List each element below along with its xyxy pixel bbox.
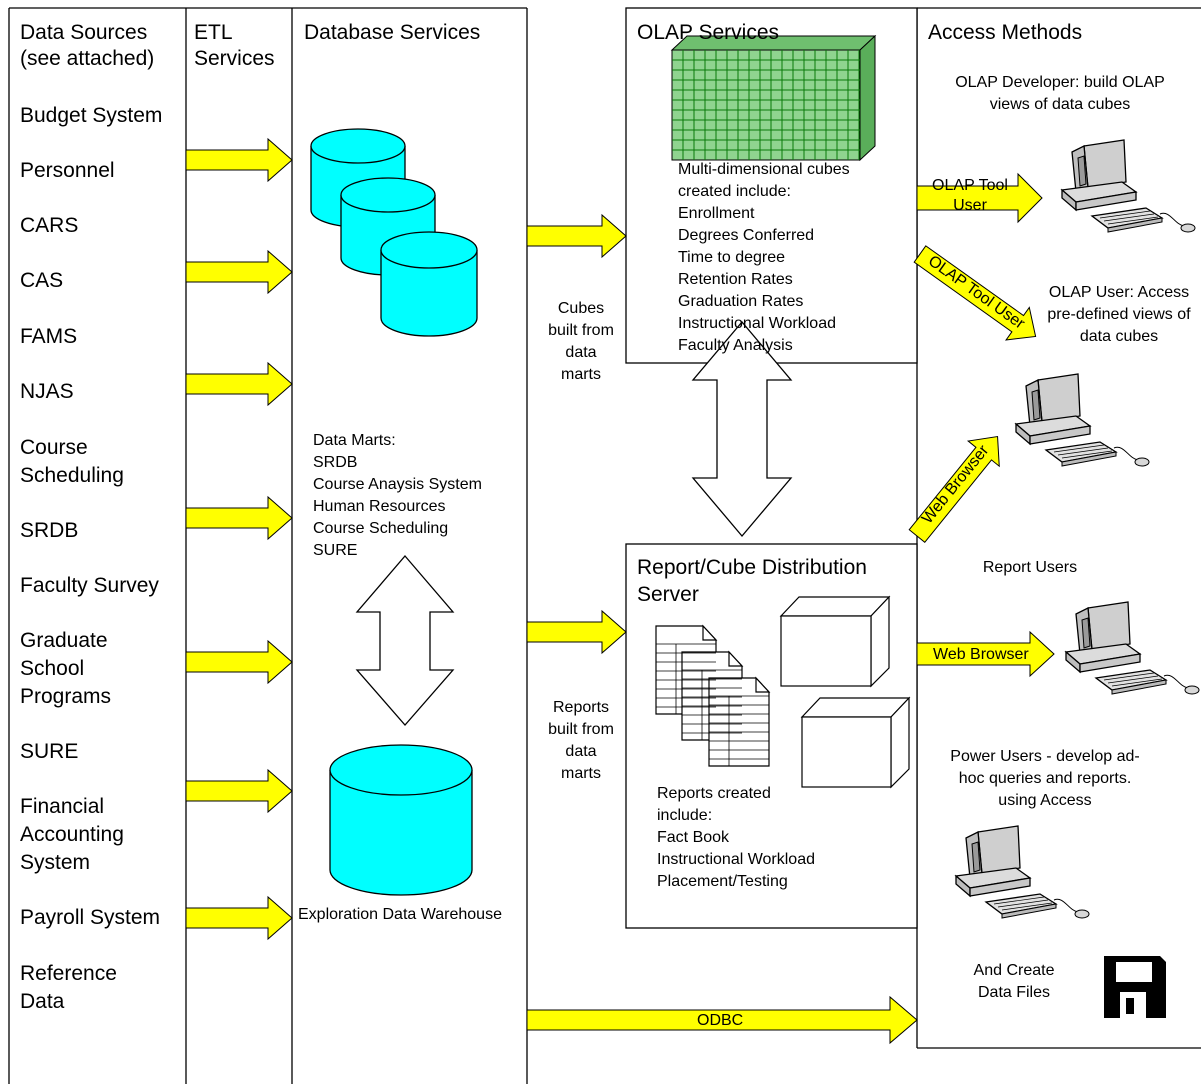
column-header-access: Access Methods — [928, 21, 1083, 44]
report-documents — [655, 624, 771, 767]
olap-cubes-list: Multi-dimensional cubes created include:… — [678, 159, 850, 357]
etl-arrows — [185, 137, 293, 941]
olap-tool-user-label-1: OLAP Tool User — [932, 177, 1008, 214]
source-reference-data: Reference Data — [20, 962, 117, 1013]
olap-cube-line: Degrees Conferred — [678, 227, 815, 244]
computer-icon-2 — [1015, 373, 1150, 467]
build-arrows — [526, 213, 627, 655]
reports-built-label: Reports built from data marts — [533, 697, 629, 785]
olap-user-text: OLAP User: Access pre-defined views of d… — [1047, 284, 1191, 345]
reports-created-list: Reports created include: Fact Book Instr… — [657, 783, 815, 893]
source-sure: SURE — [20, 740, 79, 763]
source-srdb: SRDB — [20, 519, 79, 542]
olap-report-double-arrow — [691, 320, 793, 538]
odbc-label: ODBC — [697, 1012, 744, 1029]
computer-icon-4 — [955, 825, 1090, 919]
column-header-olap: OLAP Services — [637, 21, 780, 44]
data-marts-list: Data Marts: SRDB Course Anaysis System H… — [313, 430, 482, 562]
cube-boxes — [779, 595, 911, 789]
reports-built-line: data — [565, 743, 597, 760]
data-marts-line: Data Marts: — [313, 432, 396, 449]
reports-built-line: marts — [561, 765, 601, 782]
column-header-etl: ETL Services — [194, 21, 275, 70]
source-course-scheduling: Course Scheduling — [20, 436, 124, 487]
source-personnel: Personnel — [20, 159, 115, 182]
source-faculty-survey: Faculty Survey — [20, 574, 159, 597]
reports-created-line: Placement/Testing — [657, 873, 788, 890]
source-cas: CAS — [20, 269, 64, 292]
data-marts-line: Course Scheduling — [313, 520, 449, 537]
source-cars: CARS — [20, 214, 79, 237]
reports-created-line: include: — [657, 807, 713, 824]
data-marts-line: SURE — [313, 542, 358, 559]
floppy-disk-icon — [1104, 956, 1166, 1018]
olap-cube-line: Multi-dimensional cubes — [678, 161, 850, 178]
olap-cube-line: Enrollment — [678, 205, 755, 222]
cubes-built-line: built from — [548, 322, 614, 339]
data-marts-line: SRDB — [313, 454, 358, 471]
column-header-data-sources: Data Sources (see attached) — [20, 21, 155, 70]
computer-icon-3 — [1065, 601, 1200, 695]
cubes-built-line: marts — [561, 366, 601, 383]
web-browser-arrow-1 — [908, 435, 1000, 543]
olap-tool-user-arrow-1 — [916, 172, 1043, 224]
olap-cube-line: created include: — [678, 183, 791, 200]
olap-cube-line: Graduation Rates — [678, 293, 804, 310]
olap-developer-text: OLAP Developer: build OLAP views of data… — [955, 74, 1165, 113]
web-browser-arrow-2 — [916, 630, 1055, 678]
data-marts-line: Course Anaysis System — [313, 476, 482, 493]
source-financial-accounting-system: Financial Accounting System — [20, 795, 124, 874]
report-users-text: Report Users — [982, 559, 1078, 576]
data-marts-line: Human Resources — [313, 498, 446, 515]
reports-built-line: built from — [548, 721, 614, 738]
cubes-built-label: Cubes built from data marts — [533, 298, 629, 386]
cubes-built-line: Cubes — [557, 300, 605, 317]
reports-created-line: Fact Book — [657, 829, 730, 846]
olap-tool-user-arrow-2 — [913, 245, 1037, 341]
olap-cube-line: Faculty Analysis — [678, 337, 793, 354]
reports-created-line: Instructional Workload — [657, 851, 815, 868]
olap-cube-line: Retention Rates — [678, 271, 793, 288]
source-njas: NJAS — [20, 380, 74, 403]
data-mart-cylinders — [310, 128, 478, 337]
olap-cube-line: Time to degree — [678, 249, 786, 266]
source-payroll-system: Payroll System — [20, 906, 161, 929]
reports-created-line: Reports created — [657, 785, 771, 802]
source-budget-system: Budget System — [20, 104, 163, 127]
data-files-text: And Create Data Files — [973, 962, 1055, 1001]
olap-cube-line: Instructional Workload — [678, 315, 836, 332]
source-fams: FAMS — [20, 325, 78, 348]
source-graduate-school-programs: Graduate School Programs — [20, 629, 112, 708]
report-server-title: Report/Cube Distribution Server — [637, 556, 867, 606]
column-header-database: Database Services — [304, 21, 481, 44]
warehouse-label: Exploration Data Warehouse — [298, 906, 502, 923]
warehouse-cylinder — [329, 744, 473, 896]
web-browser-label-2: Web Browser — [933, 646, 1029, 663]
reports-built-line: Reports — [552, 699, 610, 716]
mart-warehouse-double-arrow — [355, 555, 455, 726]
computer-icon-1 — [1061, 139, 1196, 233]
power-users-text: Power Users - develop ad-hoc queries and… — [950, 748, 1140, 809]
olap-cube-grid — [670, 34, 877, 162]
cubes-built-line: data — [565, 344, 597, 361]
odbc-arrow — [526, 995, 918, 1045]
